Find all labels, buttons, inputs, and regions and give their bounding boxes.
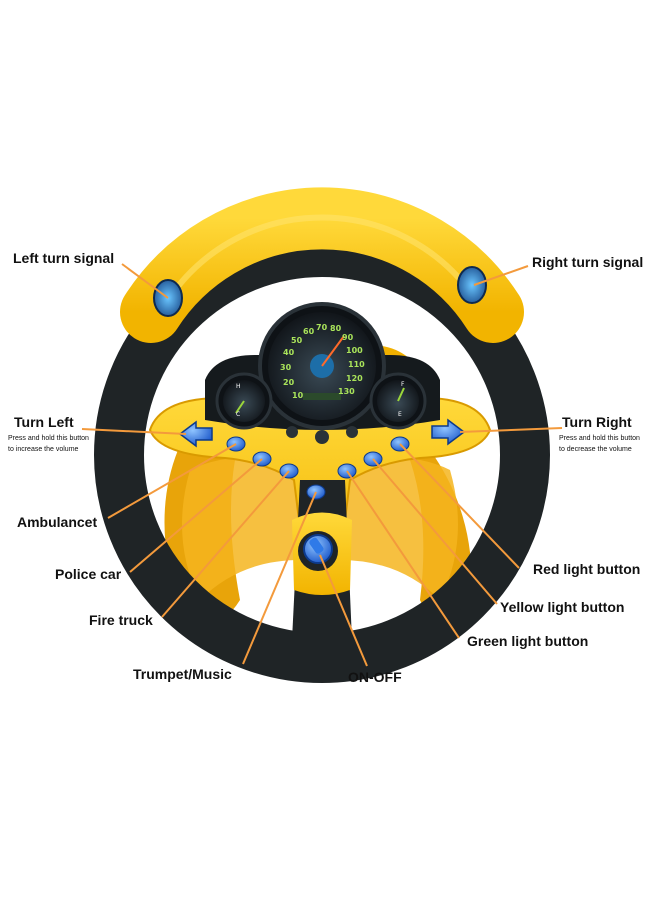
turn-right-note-2: to decrease the volume bbox=[559, 446, 632, 453]
tick-120: 120 bbox=[346, 374, 363, 383]
tick-10: 10 bbox=[292, 391, 304, 400]
label-yellow-light: Yellow light button bbox=[500, 599, 625, 615]
turn-left-button[interactable] bbox=[178, 420, 213, 448]
label-turn-right: Turn Right bbox=[562, 414, 632, 430]
leader-lines bbox=[81, 263, 563, 667]
speedometer-ticks: 10 20 30 40 50 60 70 80 90 100 110 120 1… bbox=[280, 323, 365, 400]
label-on-off: ON-OFF bbox=[348, 669, 402, 685]
tick-80: 80 bbox=[330, 324, 342, 333]
turn-left-note-2: to increase the volume bbox=[8, 446, 79, 453]
tick-40: 40 bbox=[283, 348, 295, 357]
gauge-letters: H C F E bbox=[236, 381, 405, 418]
tick-60: 60 bbox=[303, 327, 315, 336]
label-fire-truck: Fire truck bbox=[89, 612, 153, 628]
turn-left-note-1: Press and hold this button bbox=[8, 435, 89, 442]
label-right-turn-signal: Right turn signal bbox=[532, 254, 644, 270]
label-ambulance: Ambulancet bbox=[17, 514, 98, 530]
label-trumpet-music: Trumpet/Music bbox=[133, 666, 232, 682]
label-green-light: Green light button bbox=[467, 633, 589, 649]
tick-130: 130 bbox=[338, 387, 355, 396]
label-red-light: Red light button bbox=[533, 561, 641, 577]
tick-70: 70 bbox=[316, 323, 328, 332]
gauge-left-top: H bbox=[236, 383, 241, 390]
label-police-car: Police car bbox=[55, 566, 122, 582]
gauge-right-top: F bbox=[401, 381, 405, 388]
tick-110: 110 bbox=[348, 360, 365, 369]
gauge-left-bottom: C bbox=[236, 411, 240, 418]
label-turn-left: Turn Left bbox=[14, 414, 74, 430]
tick-100: 100 bbox=[346, 346, 363, 355]
tick-20: 20 bbox=[283, 378, 295, 387]
tick-50: 50 bbox=[291, 336, 303, 345]
steering-rim[interactable] bbox=[94, 187, 550, 683]
turn-right-button[interactable] bbox=[431, 418, 466, 446]
dashboard-cluster bbox=[205, 302, 440, 444]
tick-90: 90 bbox=[342, 333, 354, 342]
gauge-right-bottom: E bbox=[398, 411, 402, 418]
label-left-turn-signal: Left turn signal bbox=[13, 250, 115, 266]
on-off-knob[interactable] bbox=[298, 531, 338, 571]
right-turn-signal-light bbox=[457, 266, 487, 304]
turn-right-note-1: Press and hold this button bbox=[559, 435, 640, 442]
tick-30: 30 bbox=[280, 363, 292, 372]
